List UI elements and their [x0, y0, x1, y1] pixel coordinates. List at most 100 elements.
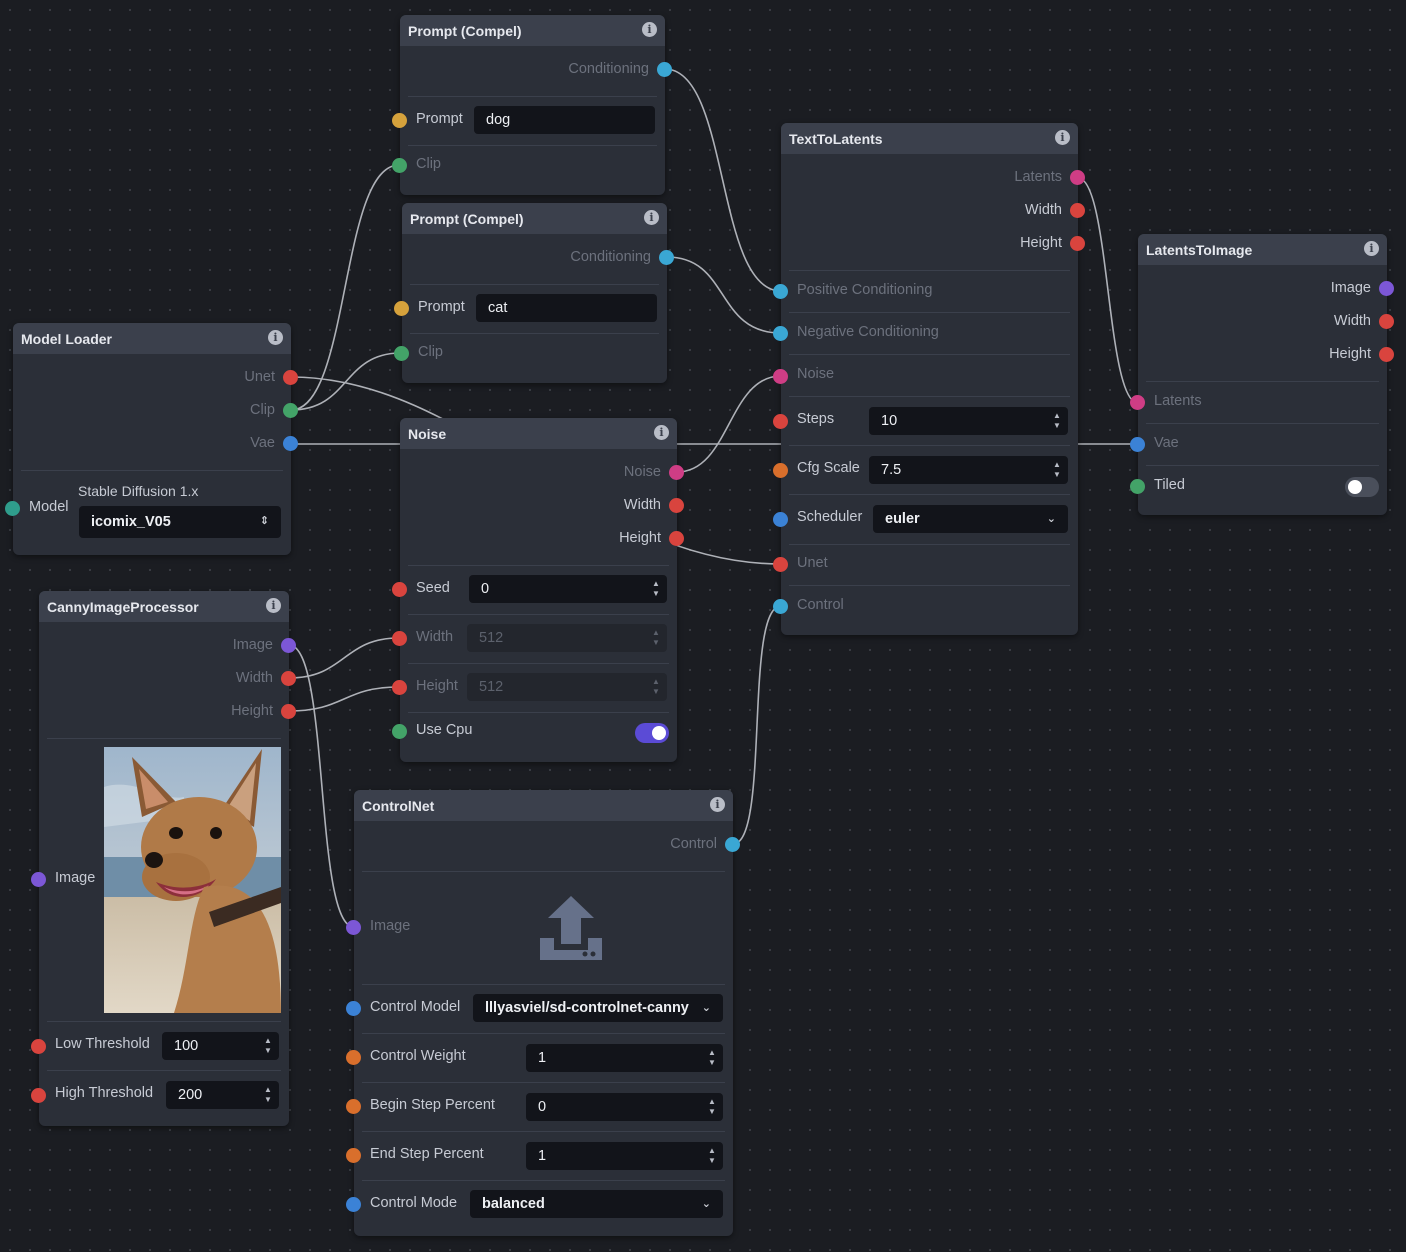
- stepper-arrows-icon[interactable]: ▲▼: [708, 1146, 716, 1165]
- tiled-input-handle[interactable]: [1130, 479, 1145, 494]
- end-step-percent-input-handle[interactable]: [346, 1148, 361, 1163]
- begin-step-percent-input[interactable]: 0 ▲▼: [526, 1093, 723, 1121]
- vae-input-handle[interactable]: [1130, 437, 1145, 452]
- output-height-handle[interactable]: [669, 531, 684, 546]
- info-icon[interactable]: i: [268, 330, 283, 345]
- node-header[interactable]: Prompt (Compel)i: [402, 203, 667, 234]
- model-input-handle[interactable]: [5, 501, 20, 516]
- stepper-arrows-icon[interactable]: ▲▼: [1053, 411, 1061, 430]
- width-input[interactable]: 512 ▲▼: [467, 624, 667, 652]
- latents-input-handle[interactable]: [1130, 395, 1145, 410]
- high-threshold-input[interactable]: 200 ▲▼: [166, 1081, 279, 1109]
- use-cpu-input-handle[interactable]: [392, 724, 407, 739]
- stepper-arrows-icon[interactable]: ▲▼: [264, 1036, 272, 1055]
- image-input-handle[interactable]: [31, 872, 46, 887]
- stepper-arrows-icon[interactable]: ▲▼: [652, 579, 660, 598]
- seed-input-handle[interactable]: [392, 582, 407, 597]
- control-mode-select[interactable]: balanced ⌄: [470, 1190, 723, 1218]
- control-model-input-handle[interactable]: [346, 1001, 361, 1016]
- stepper-arrows-icon[interactable]: ▲▼: [652, 677, 660, 696]
- output-height-handle[interactable]: [1070, 236, 1085, 251]
- stepper-arrows-icon[interactable]: ▲▼: [708, 1097, 716, 1116]
- upload-icon[interactable]: [538, 894, 604, 960]
- width-input-handle[interactable]: [392, 631, 407, 646]
- control-input-handle[interactable]: [773, 599, 788, 614]
- unet-input-handle[interactable]: [773, 557, 788, 572]
- cfg-scale-input-handle[interactable]: [773, 463, 788, 478]
- clip-input-handle[interactable]: [392, 158, 407, 173]
- output-conditioning-handle[interactable]: [657, 62, 672, 77]
- info-icon[interactable]: i: [1364, 241, 1379, 256]
- clip-input-handle[interactable]: [394, 346, 409, 361]
- begin-step-percent-input-handle[interactable]: [346, 1099, 361, 1114]
- stepper-arrows-icon[interactable]: ▲▼: [1053, 460, 1061, 479]
- info-icon[interactable]: i: [1055, 130, 1070, 145]
- end-step-percent-input[interactable]: 1 ▲▼: [526, 1142, 723, 1170]
- seed-input[interactable]: 0 ▲▼: [469, 575, 667, 603]
- prompt-input-handle[interactable]: [394, 301, 409, 316]
- output-clip-handle[interactable]: [283, 403, 298, 418]
- prompt-input-handle[interactable]: [392, 113, 407, 128]
- output-width-handle[interactable]: [281, 671, 296, 686]
- output-unet-handle[interactable]: [283, 370, 298, 385]
- negative-conditioning-handle[interactable]: [773, 326, 788, 341]
- positive-conditioning-handle[interactable]: [773, 284, 788, 299]
- stepper-arrows-icon[interactable]: ▲▼: [264, 1085, 272, 1104]
- steps-input[interactable]: 10 ▲▼: [869, 407, 1068, 435]
- scheduler-input-handle[interactable]: [773, 512, 788, 527]
- output-vae-handle[interactable]: [283, 436, 298, 451]
- control-mode-input-handle[interactable]: [346, 1197, 361, 1212]
- output-conditioning-handle[interactable]: [659, 250, 674, 265]
- output-noise-handle[interactable]: [669, 465, 684, 480]
- stepper-arrows-icon[interactable]: ▲▼: [708, 1048, 716, 1067]
- output-height-handle[interactable]: [281, 704, 296, 719]
- node-header[interactable]: Prompt (Compel)i: [400, 15, 665, 46]
- model-select[interactable]: icomix_V05 ⇕: [79, 506, 281, 538]
- prompt-input[interactable]: cat: [476, 294, 657, 322]
- steps-input-handle[interactable]: [773, 414, 788, 429]
- output-control-handle[interactable]: [725, 837, 740, 852]
- node-prompt-compel-1[interactable]: Prompt (Compel)i Conditioning Prompt dog…: [392, 15, 672, 195]
- info-icon[interactable]: i: [654, 425, 669, 440]
- output-width-handle[interactable]: [1070, 203, 1085, 218]
- height-input-handle[interactable]: [392, 680, 407, 695]
- output-image-handle[interactable]: [1379, 281, 1394, 296]
- high-threshold-input-handle[interactable]: [31, 1088, 46, 1103]
- tiled-toggle[interactable]: [1345, 477, 1379, 497]
- control-weight-input-handle[interactable]: [346, 1050, 361, 1065]
- node-prompt-compel-2[interactable]: Prompt (Compel)i Conditioning Prompt cat…: [394, 203, 674, 383]
- height-input[interactable]: 512 ▲▼: [467, 673, 667, 701]
- scheduler-select[interactable]: euler ⌄: [873, 505, 1068, 533]
- output-height-handle[interactable]: [1379, 347, 1394, 362]
- use-cpu-toggle[interactable]: [635, 723, 669, 743]
- output-image-handle[interactable]: [281, 638, 296, 653]
- info-icon[interactable]: i: [642, 22, 657, 37]
- control-model-select[interactable]: lllyasviel/sd-controlnet-canny ⌄: [473, 994, 723, 1022]
- output-latents-handle[interactable]: [1070, 170, 1085, 185]
- image-input-handle[interactable]: [346, 920, 361, 935]
- info-icon[interactable]: i: [266, 598, 281, 613]
- info-icon[interactable]: i: [644, 210, 659, 225]
- output-width-handle[interactable]: [1379, 314, 1394, 329]
- noise-input-handle[interactable]: [773, 369, 788, 384]
- cfg-scale-input[interactable]: 7.5 ▲▼: [869, 456, 1068, 484]
- prompt-input[interactable]: dog: [474, 106, 655, 134]
- info-icon[interactable]: i: [710, 797, 725, 812]
- stepper-arrows-icon[interactable]: ▲▼: [652, 628, 660, 647]
- low-threshold-input[interactable]: 100 ▲▼: [162, 1032, 279, 1060]
- low-threshold-input-handle[interactable]: [31, 1039, 46, 1054]
- dog-photo-image[interactable]: [104, 747, 281, 1013]
- output-width-handle[interactable]: [669, 498, 684, 513]
